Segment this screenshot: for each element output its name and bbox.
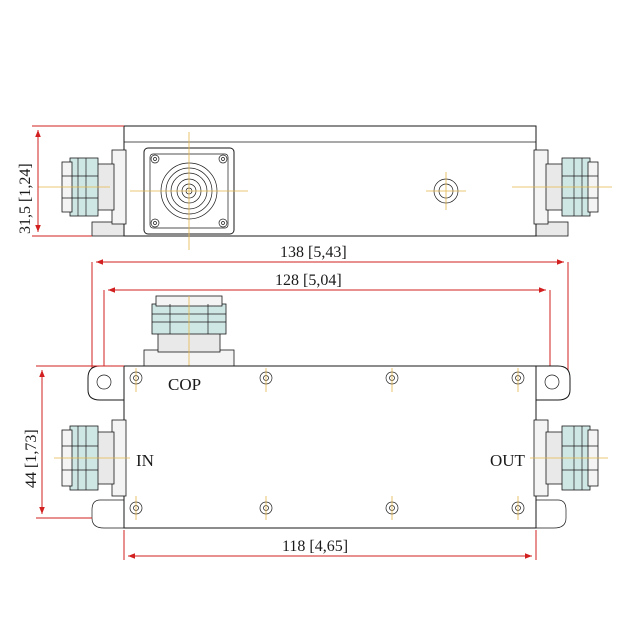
port-label-cop: COP [168,375,201,394]
coupled-connector-side [143,295,235,368]
screw-row-bottom [129,496,525,520]
dimension-height-top: 31,5 [1,24] [17,125,124,237]
top-view: 31,5 [1,24] [17,125,612,250]
input-connector-side [54,419,130,497]
coupler-body [123,365,537,529]
mount-spacing-label: 128 [5,04] [275,272,342,289]
port-label-out: OUT [490,451,526,470]
right-mount-ear [535,365,571,401]
dimension-overall-length: 138 [5,43] [91,244,569,392]
height-top-label: 31,5 [1,24] [17,163,34,234]
left-mount-ear [87,365,125,401]
output-connector-side [530,419,608,497]
dimension-height-side: 44 [1,73] [23,365,124,519]
dimension-mount-spacing: 128 [5,04] [103,272,551,380]
body-length-label: 118 [4,65] [282,538,348,555]
overall-length-label: 138 [5,43] [280,244,347,261]
front-view: COP IN OUT 44 [1,73] 118 [4,65] [23,295,608,560]
screw-row-top [129,368,525,392]
dimension-body-length: 118 [4,65] [123,530,537,560]
height-side-label: 44 [1,73] [23,429,40,488]
port-label-in: IN [136,451,154,470]
